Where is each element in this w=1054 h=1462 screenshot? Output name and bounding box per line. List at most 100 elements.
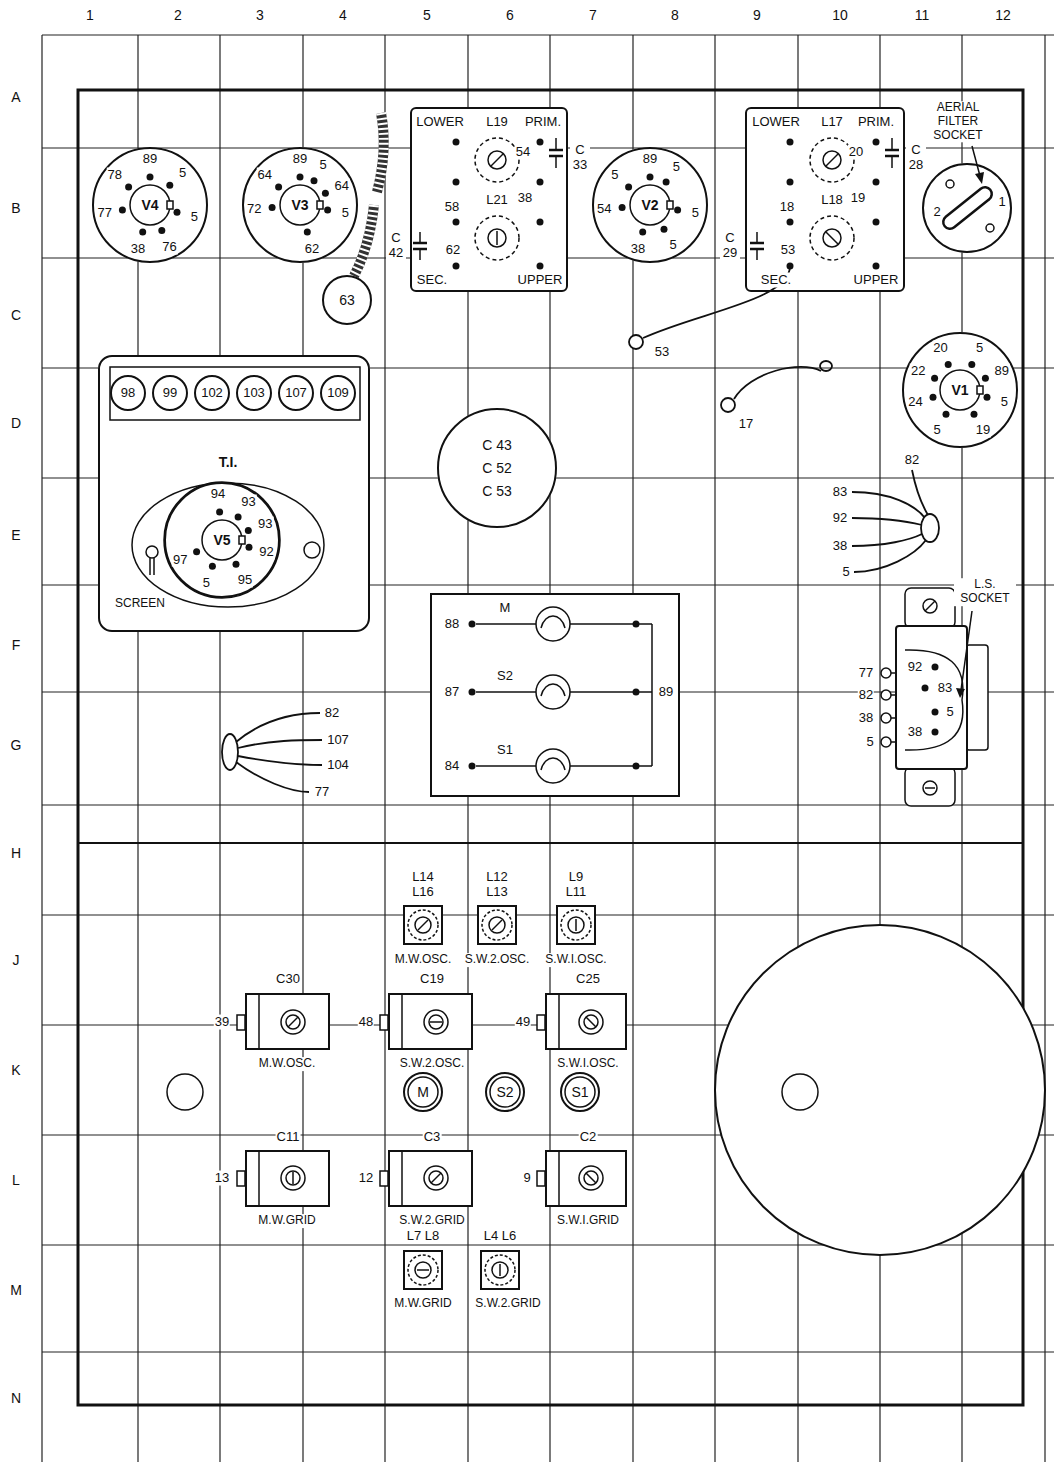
valve-socket-detail [982,375,989,382]
coil-can-detail [750,242,764,245]
component-label: 24 [907,394,923,409]
grid-lines [42,34,1054,35]
coil-trimmer-detail [417,1269,429,1271]
coil-trimmer-detail [561,910,591,940]
valve-socket-detail [674,206,681,213]
trimmer-capacitor-detail [237,1171,245,1186]
component-label: 78 [107,168,123,183]
grid-reference: 9 [752,7,762,23]
grid-reference: C [10,307,22,323]
node-outline [153,376,187,410]
switch-contact-detail [485,1072,525,1112]
trimmer-capacitor-detail [429,1171,443,1185]
coil-can-detail [873,179,880,186]
trimmer-capacitor-detail [401,1150,403,1207]
component-label: 5 [190,209,199,224]
coil-can-detail [475,138,519,182]
component-label: L19 [485,115,509,130]
component-label: 20 [848,145,864,160]
grid-reference: B [10,200,21,216]
switch-contact: S2 [485,1072,525,1112]
trimmer-capacitor: C312S.W.2.GRID [388,1150,473,1207]
lamp-panel-detail [476,623,536,625]
transformer-detail [209,563,216,570]
coil-trimmer-detail [415,917,431,933]
component-label: C3 [423,1130,442,1145]
component-label: S.W.I.OSC. [544,953,607,967]
speaker-and-holes [167,1074,203,1110]
component-label: 38 [517,191,533,206]
lamp-panel-detail [570,765,636,767]
valve-socket-detail [242,147,358,263]
component-label: 99 [162,386,178,401]
wire-number: 107 [326,733,350,748]
coil-can-detail [810,216,854,260]
speaker-socket-detail [925,601,935,611]
speaker-socket: L.S. SOCKET9283538 [895,625,968,770]
transformer-detail [164,482,280,598]
component-label: 5 [668,237,677,252]
component-label: 103 [242,386,266,401]
coil-can-detail [496,231,498,245]
terminal-tag: 103 [236,375,272,411]
speaker-socket-detail [881,588,988,806]
grid-reference: K [10,1062,21,1078]
grid-reference: A [10,89,21,105]
grid-reference: 3 [255,7,265,23]
coil-trimmer-detail [489,917,505,933]
grid-reference: 11 [914,7,931,23]
component-label: SEC. [416,273,448,288]
lamp-panel-detail [541,758,565,770]
trimmer-capacitor-detail [586,1173,596,1183]
node-outline [486,1073,524,1111]
braided-cable [322,275,372,325]
coil-trimmer-detail [499,1264,501,1276]
grid-lines [1044,35,1045,1462]
component-label: 39 [214,1015,230,1030]
valve-socket-detail [119,174,181,236]
speaker-socket-detail [922,664,939,736]
wire-number: 5 [865,735,874,750]
aerial-socket-detail [986,224,994,232]
coil-can-detail [537,139,544,146]
component-label: 19 [850,191,866,206]
speaker-socket-detail [925,787,935,789]
component-label: 5 [202,576,211,591]
valve-socket-detail [304,229,311,236]
aerial-socket-detail [922,163,1012,253]
speaker-socket-detail [881,737,891,747]
coil-can-detail [549,149,563,152]
coil-trimmer-detail [403,1250,443,1290]
wire-number: 38 [832,539,848,554]
lamp-panel-detail [430,593,680,797]
node-outline [438,409,556,527]
wire-leads [236,762,309,792]
component-label: 84 [444,759,460,774]
speaker-socket-detail [956,688,965,698]
component-label: S.W.2.OSC. [464,953,531,967]
coil-trimmer-detail [485,1255,515,1285]
transformer-detail [193,548,200,555]
grid-reference: 6 [505,7,515,23]
coil-can-detail [756,249,758,260]
component-label: L7 L8 [406,1229,441,1244]
coil-trimmer-detail [418,920,428,930]
trimmer-capacitor-detail [401,993,403,1050]
coil-trimmer: L4 L6S.W.2.GRID [480,1250,520,1290]
grid-reference: D [10,415,22,431]
component-label: 88 [444,617,460,632]
transformer-detail [132,483,324,607]
speaker-socket-detail [905,650,963,750]
aerial-socket-detail [946,180,954,188]
component-label: L21 [485,193,509,208]
trimmer-capacitor-detail [286,1015,300,1029]
component-label: L4 L6 [483,1229,518,1244]
trimmer-capacitor-detail [245,993,330,1050]
grid-reference: J [12,952,21,968]
coil-can-detail [419,232,421,243]
valve-socket-detail [297,174,304,181]
valve-socket-detail [166,182,173,189]
coil-can-detail [873,139,880,146]
aerial-socket-detail [950,194,985,222]
valve-socket-detail [667,201,673,209]
